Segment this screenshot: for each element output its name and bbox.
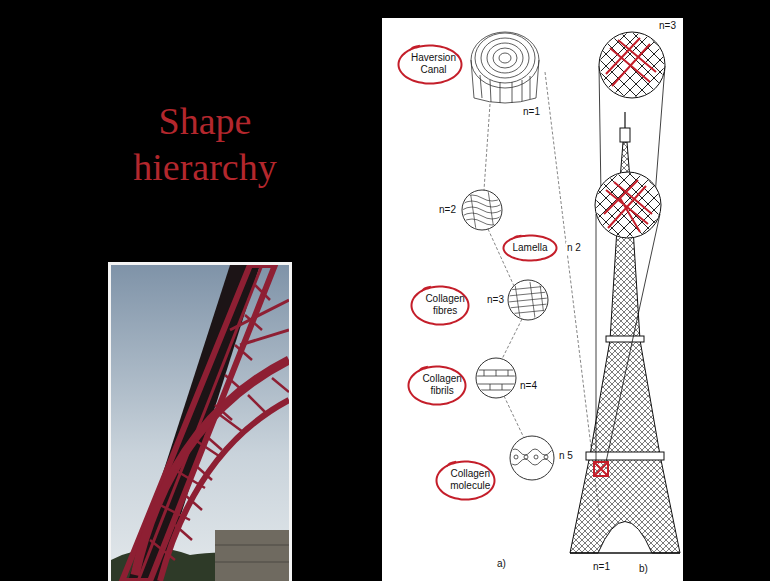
label-text-block: Lamella (512, 242, 547, 254)
red-ellipse-stroke (409, 366, 466, 404)
level-label: n 5 (558, 450, 574, 462)
red-ellipse-stroke (399, 45, 462, 83)
level-label: n=1 (592, 561, 611, 573)
circled-label: Lamella (502, 234, 558, 262)
structure-label: Collagen fibrils (417, 373, 467, 397)
figure-panel (382, 18, 683, 581)
bone-hierarchy (462, 32, 600, 520)
level-label: n 2 (566, 242, 582, 254)
circled-label: Collagen fibres (410, 285, 470, 326)
red-ellipse-stroke (504, 235, 557, 260)
circled-label: Collagen fibrils (407, 365, 467, 406)
bridge-photo (108, 262, 292, 581)
structure-label: Haversion Canal (407, 52, 459, 76)
structure-label: Collagen fibres (420, 293, 470, 317)
level-label: n=3 (658, 20, 677, 32)
level-label: a) (496, 558, 507, 570)
level-label: b) (638, 563, 649, 575)
structure-label: Collagen molecule (445, 468, 496, 492)
level-label: n=1 (522, 106, 541, 118)
eiffel-tower (570, 32, 680, 553)
red-ellipse-stroke (436, 461, 494, 499)
slide-title: Shape hierarchy (105, 98, 305, 190)
level-label: n=3 (486, 294, 505, 306)
red-ellipse-stroke (412, 286, 469, 324)
circled-label: Collagen molecule (435, 460, 496, 501)
label-text-block: Collagen fibres (420, 293, 470, 317)
level-label: n=2 (438, 204, 457, 216)
level-label: n=4 (519, 380, 538, 392)
label-text-block: Haversion Canal (407, 52, 459, 76)
structure-label: Lamella (512, 242, 547, 254)
label-text-block: Collagen molecule (445, 468, 496, 492)
circled-label: Haversion Canal (397, 44, 463, 85)
label-text-block: Collagen fibrils (417, 373, 467, 397)
